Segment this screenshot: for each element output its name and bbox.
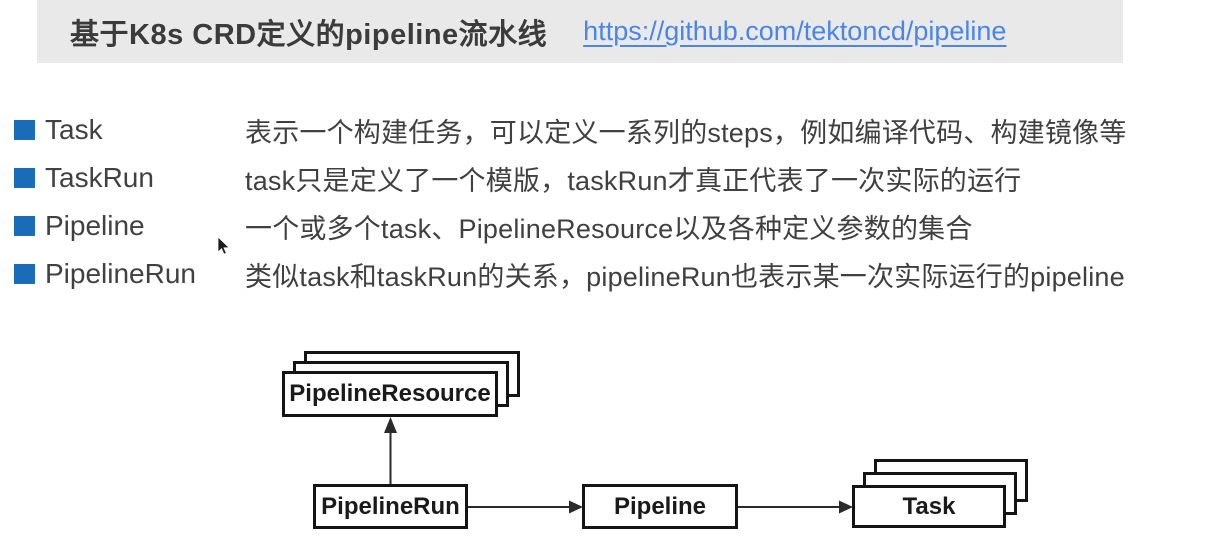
concept-description: 类似task和taskRun的关系，pipelineRun也表示某一次实际运行的… (245, 261, 1125, 292)
concept-description: task只是定义了一个模版，taskRun才真正代表了一次实际的运行 (245, 165, 1022, 196)
bullet-square-icon (14, 264, 35, 284)
concept-term: PipelineRun (45, 258, 196, 289)
arrow-pipeline-to-task (738, 500, 853, 514)
slide-header-bar: 基于K8s CRD定义的pipeline流水线 https://github.c… (37, 0, 1123, 63)
node-pipeline: Pipeline (582, 484, 738, 529)
concept-row-pipelinerun: PipelineRun 类似task和taskRun的关系，pipelineRu… (0, 250, 1225, 298)
bullet-square-icon (14, 120, 35, 140)
concept-description: 一个或多个task、PipelineResource以及各种定义参数的集合 (245, 213, 973, 244)
concept-list: Task 表示一个构建任务，可以定义一系列的steps，例如编译代码、构建镜像等… (0, 106, 1225, 298)
node-label: Task (902, 492, 956, 520)
node-task: Task (852, 459, 1030, 529)
github-repo-link[interactable]: https://github.com/tektoncd/pipeline (583, 16, 1007, 46)
concept-row-task: Task 表示一个构建任务，可以定义一系列的steps，例如编译代码、构建镜像等 (0, 106, 1225, 154)
node-label: PipelineRun (321, 492, 460, 520)
bullet-square-icon (14, 216, 35, 236)
mouse-cursor-icon (217, 237, 230, 255)
arrow-pipelinerun-to-pipelineresource (384, 417, 397, 484)
arrow-pipelinerun-to-pipeline (468, 500, 583, 514)
node-pipeline-resource: PipelineResource (282, 351, 522, 419)
bullet-square-icon (14, 168, 35, 188)
node-pipeline-resource-box: PipelineResource (282, 371, 498, 417)
concept-term: TaskRun (45, 162, 154, 193)
node-label: Pipeline (613, 492, 707, 520)
slide-title: 基于K8s CRD定义的pipeline流水线 (70, 18, 548, 51)
concept-row-pipeline: Pipeline 一个或多个task、PipelineResource以及各种定… (0, 202, 1225, 250)
concept-term: Pipeline (45, 210, 145, 241)
concept-term: Task (45, 114, 103, 145)
node-label: PipelineResource (289, 380, 491, 407)
node-task-box: Task (852, 485, 1006, 528)
concept-row-taskrun: TaskRun task只是定义了一个模版，taskRun才真正代表了一次实际的… (0, 154, 1225, 202)
concept-description: 表示一个构建任务，可以定义一系列的steps，例如编译代码、构建镜像等 (245, 117, 1127, 148)
node-pipeline-run: PipelineRun (313, 484, 468, 529)
